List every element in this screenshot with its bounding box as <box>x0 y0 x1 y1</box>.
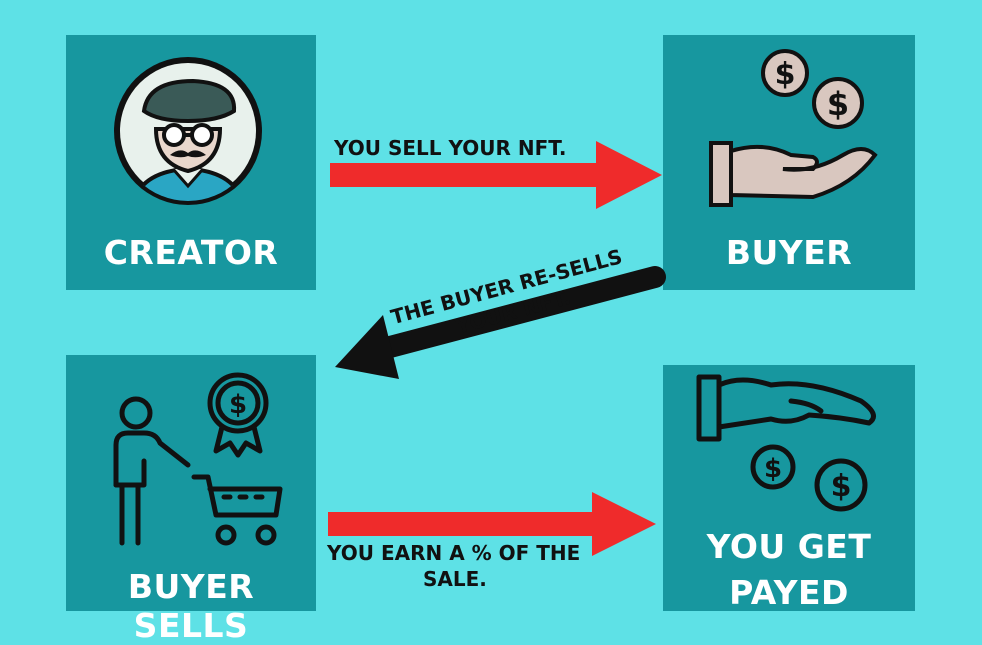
sell-arrow <box>330 141 662 209</box>
you-get-payed-label-line2: PAYED <box>729 573 849 612</box>
buyer-box: $ $ BUYER <box>663 35 915 290</box>
earn-text-line2: SALE. <box>423 567 487 591</box>
shopper-with-cart-icon: $ <box>113 372 283 546</box>
buyer-label: BUYER <box>725 233 853 272</box>
earn-text-line1: YOU EARN A % OF THE <box>327 541 581 565</box>
svg-text:$: $ <box>827 85 849 123</box>
svg-text:$: $ <box>229 390 247 420</box>
sell-arrow-text: YOU SELL YOUR NFT. <box>334 136 567 160</box>
buyer-sells-label: BUYER SELLS <box>127 567 255 645</box>
earn-arrow <box>328 492 656 556</box>
creator-label: CREATOR <box>103 233 279 272</box>
creator-box: CREATOR <box>66 35 316 290</box>
buyer-sells-box: $ BUYER SELLS <box>66 355 316 645</box>
svg-text:$: $ <box>831 469 852 504</box>
svg-text:$: $ <box>775 57 796 92</box>
resell-arrow <box>335 266 666 379</box>
you-get-payed-box: $ $ YOU GET PAYED <box>663 365 915 612</box>
earn-arrow-text: YOU EARN A % OF THE SALE. <box>327 540 580 592</box>
you-get-payed-label-line1: YOU GET <box>706 527 872 566</box>
svg-text:$: $ <box>764 454 782 484</box>
hand-receiving-coins-icon: $ $ <box>709 49 878 207</box>
hand-dropping-coins-icon: $ $ <box>696 374 876 512</box>
creator-avatar-icon <box>114 57 262 205</box>
